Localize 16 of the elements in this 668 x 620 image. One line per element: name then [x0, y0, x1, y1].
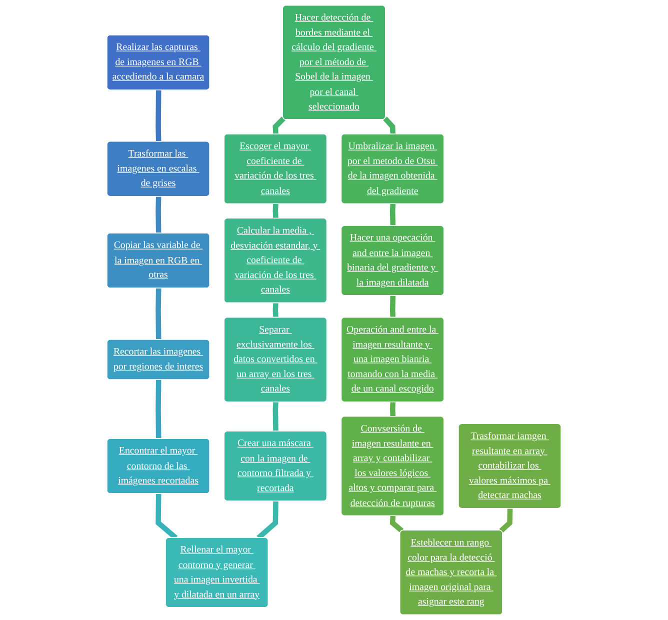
connector: [390, 296, 396, 318]
connector: [272, 302, 278, 318]
connector: [390, 402, 396, 417]
connector: [499, 508, 513, 533]
connector: [156, 196, 162, 234]
connector: [256, 501, 278, 540]
connector: [156, 288, 162, 340]
connector: [156, 380, 162, 439]
connector: [156, 90, 162, 142]
connector: [272, 402, 278, 432]
connector: [390, 516, 404, 533]
connector: [383, 116, 396, 134]
connector: [272, 204, 278, 219]
connector: [156, 494, 178, 540]
connector: [390, 204, 396, 226]
connector: [272, 116, 286, 134]
